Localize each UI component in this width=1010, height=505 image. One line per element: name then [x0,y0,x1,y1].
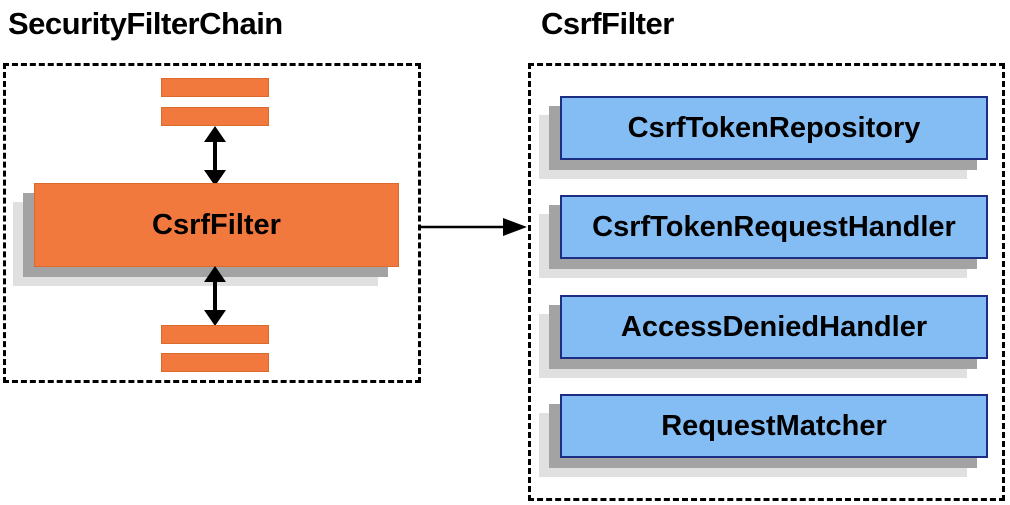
component-box-csrf-token-request-handler: CsrfTokenRequestHandler [560,195,988,259]
security-filter-chain-container [3,63,421,383]
filter-placeholder-bar [161,78,269,97]
csrf-filter-box-label: CsrfFilter [152,208,281,241]
filter-placeholder-bar [161,353,269,372]
component-label: CsrfTokenRepository [627,111,921,144]
component-box-request-matcher: RequestMatcher [560,394,988,458]
component-box-csrf-token-repository: CsrfTokenRepository [560,96,988,160]
component-box-access-denied-handler: AccessDeniedHandler [560,295,988,359]
filter-placeholder-bar [161,325,269,344]
right-arrow-icon [421,218,527,236]
bidirectional-arrow-icon [204,266,226,326]
component-label: CsrfTokenRequestHandler [592,210,956,243]
bidirectional-arrow-icon [204,126,226,186]
filter-placeholder-bar [161,107,269,126]
component-label: AccessDeniedHandler [620,310,928,343]
component-label: RequestMatcher [661,409,887,442]
right-panel-title: CsrfFilter [541,6,674,41]
csrf-filter-container [528,63,1005,501]
left-panel-title: SecurityFilterChain [8,6,283,41]
csrf-filter-box: CsrfFilter [34,183,399,267]
